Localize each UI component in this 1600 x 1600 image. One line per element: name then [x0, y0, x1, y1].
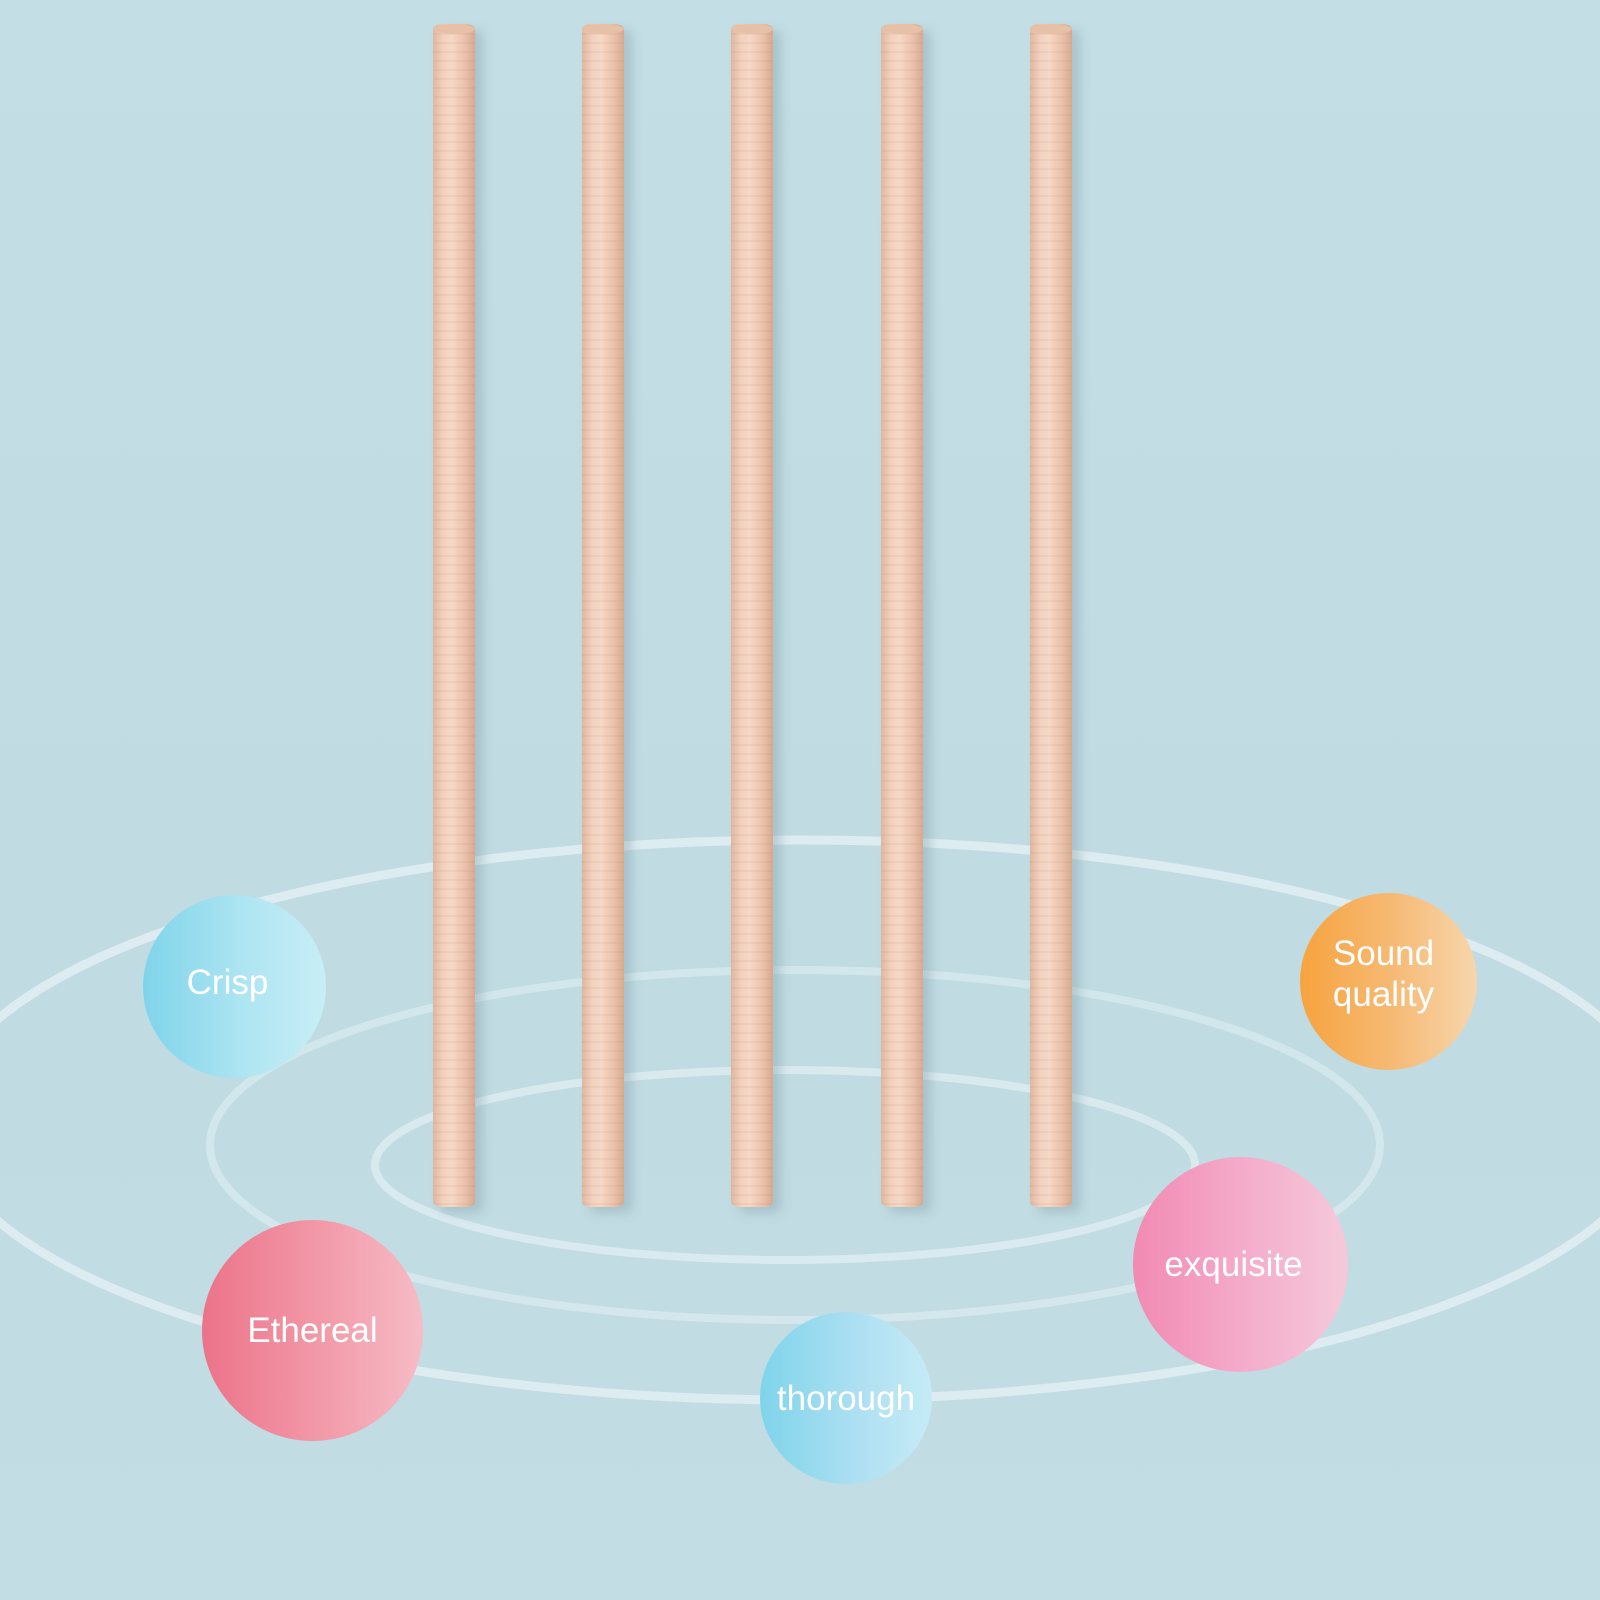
crisp-bubble: Crisp [143, 895, 326, 1078]
sound-quality-line-1: Sound [1332, 933, 1435, 973]
thorough-bubble: thorough [760, 1312, 932, 1484]
orbit-ring-middle [206, 966, 1384, 1324]
sound-quality-bubble: Sound quality [1300, 893, 1477, 1070]
sound-quality-line-2: quality [1332, 974, 1435, 1014]
wooden-stick-4 [881, 24, 923, 1207]
wooden-stick-5 [1030, 24, 1072, 1207]
thorough-label: thorough [776, 1378, 916, 1418]
sound-quality-label: Sound quality [1333, 934, 1434, 1019]
wooden-stick-1 [433, 24, 475, 1207]
wooden-stick-2 [582, 24, 624, 1207]
crisp-label: Crisp [186, 963, 269, 1002]
exquisite-label: exquisite [1164, 1245, 1303, 1284]
ethereal-bubble: Ethereal [202, 1220, 423, 1441]
wooden-stick-3 [731, 24, 773, 1207]
ethereal-label: Ethereal [247, 1311, 378, 1350]
exquisite-bubble: exquisite [1133, 1157, 1348, 1372]
orbit-ring-inner [371, 1066, 1199, 1264]
